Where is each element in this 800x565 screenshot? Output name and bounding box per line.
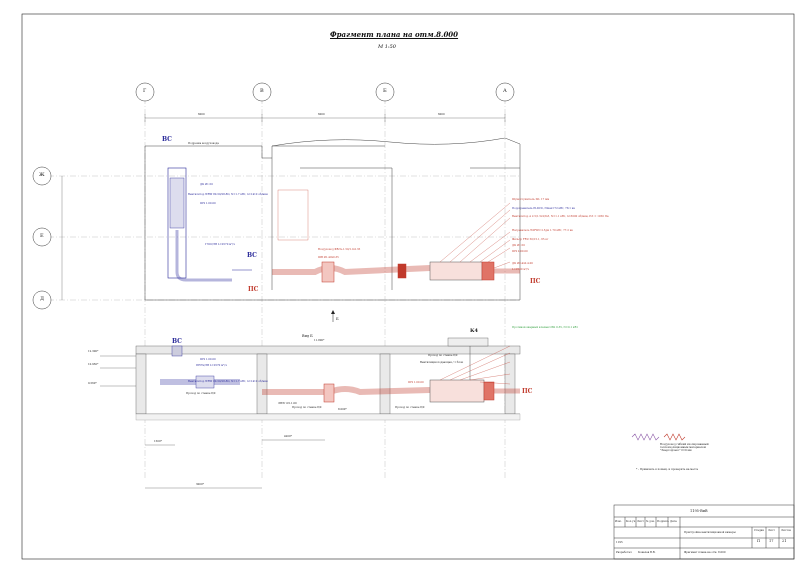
- plan-note-10: Нагреватель WWWN 2.5дм 1.70 кВт, 77.2 кв: [512, 229, 573, 232]
- titleblock-stage-hdr-1: Лист: [768, 529, 775, 532]
- plan-note-9: Вентилятор А 2.5/1.5х2/8-8, N=1.1 кВт, n…: [512, 215, 609, 218]
- dimension-line-top: [61, 114, 506, 300]
- plan-duct: [167, 167, 520, 283]
- plan-note-3: ШЧ 1.00.00: [200, 202, 216, 205]
- titleblock-project: Пристройка вентиляционной камеры: [684, 531, 736, 534]
- section-note-4: Проход по стенке 8/0: [292, 406, 322, 409]
- plan-leaders: [439, 202, 511, 269]
- plan-ps-label-2: ПС: [530, 278, 541, 285]
- titleblock-header-3: № док.: [646, 520, 655, 523]
- plan-note-11: Фильтр FRU 50/15.1, 65 кг: [512, 238, 549, 241]
- titleblock-stage-val-0: П: [757, 539, 761, 543]
- plan-note-15: L=2530 м³/ч: [512, 268, 529, 271]
- legend-swatch: [631, 433, 686, 441]
- section-green-note: Противопожарный клапан ОЗК 0.35, N=0.1 к…: [512, 326, 578, 329]
- plan-note-0: Подрезка воздуховода: [188, 142, 219, 145]
- plan-note-4: ГЭОт/ЭВ L=2570 м³/ч: [205, 243, 235, 246]
- view-arrow: [331, 310, 335, 322]
- titleblock-header-4: Подпись: [657, 520, 669, 523]
- titleblock-stage-val-2: 21: [782, 539, 787, 543]
- section-dim-3: 3000*: [196, 483, 204, 486]
- titleblock-row1: 1195: [616, 541, 623, 544]
- plan-note-8: Подогреватель PLDCU, Nmax=72 кВт, 78.1 к…: [512, 207, 575, 210]
- plan-ps-label-1: ПС: [248, 286, 259, 293]
- axis-bubbles: [32, 82, 515, 310]
- titleblock-header-2: Лист: [637, 520, 644, 523]
- legend-footnote: * - Привязать к помещ. и проверить на ме…: [636, 468, 699, 471]
- axis-label-g: Г: [143, 88, 147, 94]
- section-note-3: ЛВЭт Ø1.1.00: [278, 402, 297, 405]
- axis-label-b: Б: [383, 88, 387, 94]
- section-note-0: Вентилятор WRW 80-50/28-8D, N=1.7 кВт, n…: [188, 380, 268, 383]
- plan-note-14: ДК Ø0.4х0.4.00: [512, 262, 533, 265]
- axis-label-d: Д: [40, 296, 45, 302]
- section-leaders: [439, 345, 511, 385]
- dim-top-2: 6000: [318, 113, 325, 116]
- level-mark-2: 10.950*: [88, 363, 99, 366]
- section-note-1: ПНЭч/ЭВ L=2570 м³/ч: [196, 364, 227, 367]
- titleblock-sheet-title: Фрагмент плана на отм. 8.000: [684, 551, 726, 554]
- plan-note-5: Воздуховод ФВЛ+1.50/1.0-0.35: [318, 248, 361, 251]
- titleblock-header-0: Изм.: [615, 520, 622, 523]
- k4-label: К4: [470, 328, 479, 334]
- titleblock-developer: Разработал: [616, 551, 632, 554]
- level-mark-1: 12.300*: [88, 350, 99, 353]
- section-dim-1: 1500*: [154, 440, 162, 443]
- view-arrow-letter: Б: [336, 317, 339, 321]
- sheet-border: [21, 13, 795, 560]
- legend-line-3: "Энергофлекс" δ=9 мм: [660, 449, 692, 452]
- axis-grid: [48, 98, 520, 480]
- drawing-scale: М 1:50: [378, 44, 396, 50]
- plan-note-12: ДК Ø1.50: [512, 244, 525, 247]
- section-note-9: Вентиляция подающая / 1 блок: [420, 361, 464, 364]
- section-note-6: ШЧ 1.00.00: [408, 381, 424, 384]
- plan-note-7: Шумоглушитель SIL 17 мм: [512, 198, 550, 201]
- section-dimensions: [100, 355, 325, 489]
- titleblock-code: 1195-ВиВ: [690, 509, 708, 513]
- section-duct: [160, 345, 520, 403]
- level-mark-5: 8.000*: [338, 408, 347, 411]
- titleblock-stage-val-1: 17: [769, 539, 774, 543]
- plan-vs-label-2: ВС: [247, 252, 257, 259]
- titleblock-header-5: Дата: [670, 520, 677, 523]
- section-note-5: Проход по стенке 8/0: [395, 406, 425, 409]
- titleblock-header-1: Кол.уч.: [626, 520, 637, 523]
- level-mark-4: 11.800*: [314, 339, 325, 342]
- titleblock-developer-name: Ковалев В.В.: [638, 551, 656, 554]
- plan-note-13: ШЧ 2.00.00: [512, 250, 528, 253]
- section-vs-label: ВС: [172, 338, 182, 345]
- view-label: Вид Б: [302, 334, 313, 338]
- titleblock-stage-hdr-2: Листов: [781, 529, 791, 532]
- legend-line-2: теплоизоляционным материалом: [660, 446, 706, 449]
- titleblock-stage-hdr-0: Стадия: [754, 529, 764, 532]
- title-block-grid: [613, 504, 795, 560]
- section-note-8: Проход по стенке 8/0: [428, 354, 458, 357]
- level-mark-3: 9.560*: [88, 382, 97, 385]
- section-note-2: Проход по стенке 8/0: [186, 392, 216, 395]
- section-dim-2: 4200*: [284, 435, 292, 438]
- plan-note-6: ШВ Ø1.40х0.35: [318, 256, 339, 259]
- axis-label-zh: Ж: [39, 172, 45, 178]
- section-note-7: ШЧ 1.00.00: [200, 358, 216, 361]
- plan-note-1: ДК Ø1.50: [200, 183, 213, 186]
- plan-walls: [144, 137, 521, 301]
- legend-line-1: Воздуховод гибкий изолированный: [660, 443, 709, 446]
- axis-label-a: А: [503, 88, 507, 94]
- dim-top-3: 6000: [438, 113, 445, 116]
- dim-top-1: 6000: [198, 113, 205, 116]
- plan-vs-label-1: ВС: [162, 136, 172, 143]
- drawing-title: Фрагмент плана на отм.8.000: [330, 30, 459, 39]
- axis-label-e: Е: [40, 233, 44, 239]
- section-ps-label: ПС: [522, 388, 533, 395]
- axis-label-v: В: [260, 88, 264, 94]
- plan-note-2: Вентилятор WRW 80-50/28-8D, N=1.7 кВт, n…: [188, 193, 268, 196]
